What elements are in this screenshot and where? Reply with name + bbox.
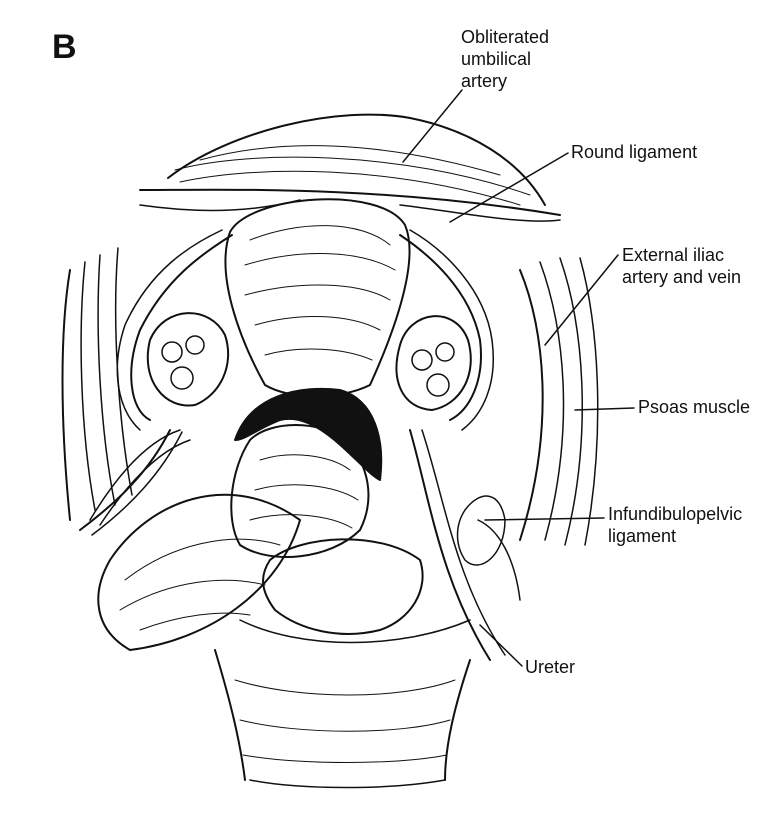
label-obliterated-umbilical-artery: Obliterated umbilical artery <box>461 26 549 92</box>
leader-infundibulopelvic <box>484 517 605 521</box>
uterus-drawing <box>224 198 411 398</box>
label-infundibulopelvic-ligament: Infundibulopelvic ligament <box>608 503 742 547</box>
leader-external-iliac <box>544 254 619 346</box>
bladder-fold-drawing <box>139 113 561 222</box>
rectum-drawing <box>97 424 370 651</box>
label-ureter: Ureter <box>525 657 576 677</box>
right-ovary-drawing <box>395 315 472 411</box>
label-line: Infundibulopelvic <box>608 504 743 524</box>
fallopian-tubes-drawing <box>116 229 494 431</box>
left-pelvic-wall-drawing <box>61 247 191 526</box>
label-line: Obliterated <box>461 27 550 47</box>
label-line: artery and vein <box>622 267 742 287</box>
cul-de-sac-shadow <box>234 387 383 481</box>
label-line: ligament <box>608 526 677 546</box>
label-psoas-muscle: Psoas muscle <box>638 397 751 417</box>
label-external-iliac: External iliac artery and vein <box>622 244 741 288</box>
leader-lines <box>402 89 635 667</box>
label-line: External iliac <box>622 245 725 265</box>
label-line: artery <box>461 71 508 91</box>
label-round-ligament: Round ligament <box>571 142 698 162</box>
left-ovary-drawing <box>146 312 230 407</box>
leader-round-ligament <box>449 152 569 223</box>
lower-vault-drawing <box>214 538 471 789</box>
leader-psoas <box>574 407 635 411</box>
panel-letter: B <box>52 28 77 66</box>
label-line: umbilical <box>461 49 532 69</box>
leader-umbilical-artery <box>402 89 463 163</box>
right-pelvic-wall-drawing <box>456 257 599 601</box>
leader-ureter <box>479 624 523 667</box>
ureters-drawing <box>79 429 506 661</box>
